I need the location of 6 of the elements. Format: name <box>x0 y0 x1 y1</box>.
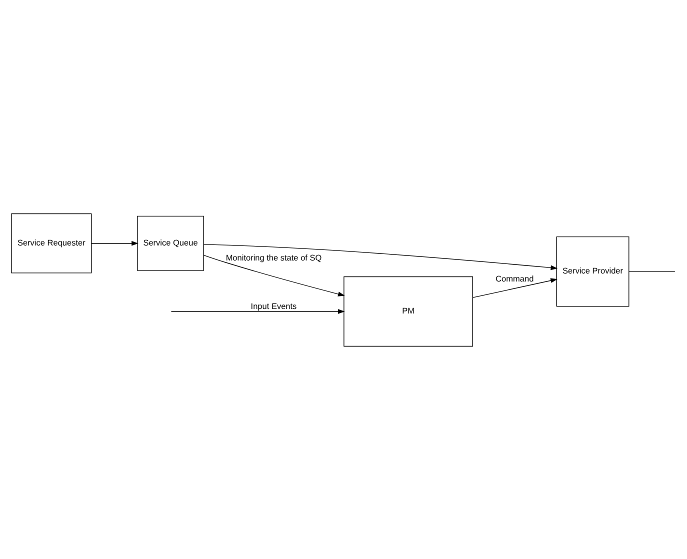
arrow <box>472 278 558 298</box>
arrow <box>91 240 138 246</box>
arrow <box>203 243 558 270</box>
arrow <box>203 254 345 296</box>
arrow <box>170 308 345 314</box>
connector <box>628 270 676 272</box>
